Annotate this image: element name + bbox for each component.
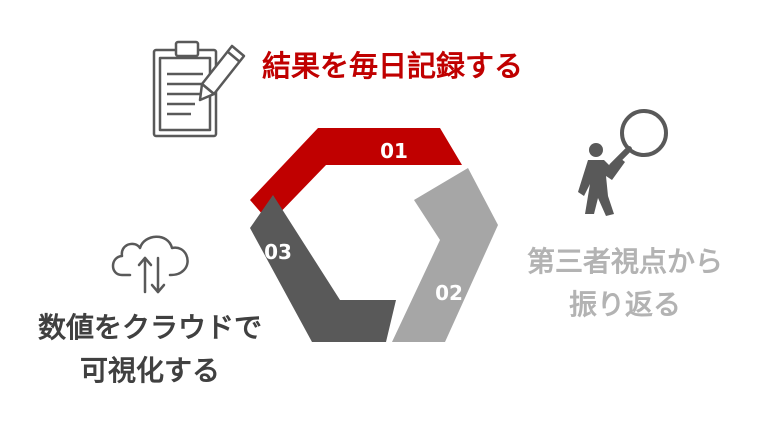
step-01-label: 結果を毎日記録する xyxy=(262,49,524,83)
cloud-sync-icon xyxy=(111,235,189,294)
step-02-line-2: 振り返る xyxy=(568,288,681,322)
step-number-01: 01 xyxy=(380,139,408,163)
segment-02 xyxy=(392,168,498,342)
segment-03 xyxy=(250,195,396,342)
step-03-label: 数値をクラウドで 可視化する xyxy=(6,306,294,393)
step-02-line-1: 第三者視点から xyxy=(526,245,723,278)
step-03-line-1: 数値をクラウドで xyxy=(37,311,262,344)
step-03-line-2: 可視化する xyxy=(79,354,220,388)
segment-01 xyxy=(250,128,462,223)
magnifier-person-icon xyxy=(578,109,668,216)
step-02-label: 第三者視点から 振り返る xyxy=(500,240,750,327)
step-number-02: 02 xyxy=(435,281,463,305)
pencil-icon xyxy=(198,44,246,102)
step-number-03: 03 xyxy=(264,240,292,264)
